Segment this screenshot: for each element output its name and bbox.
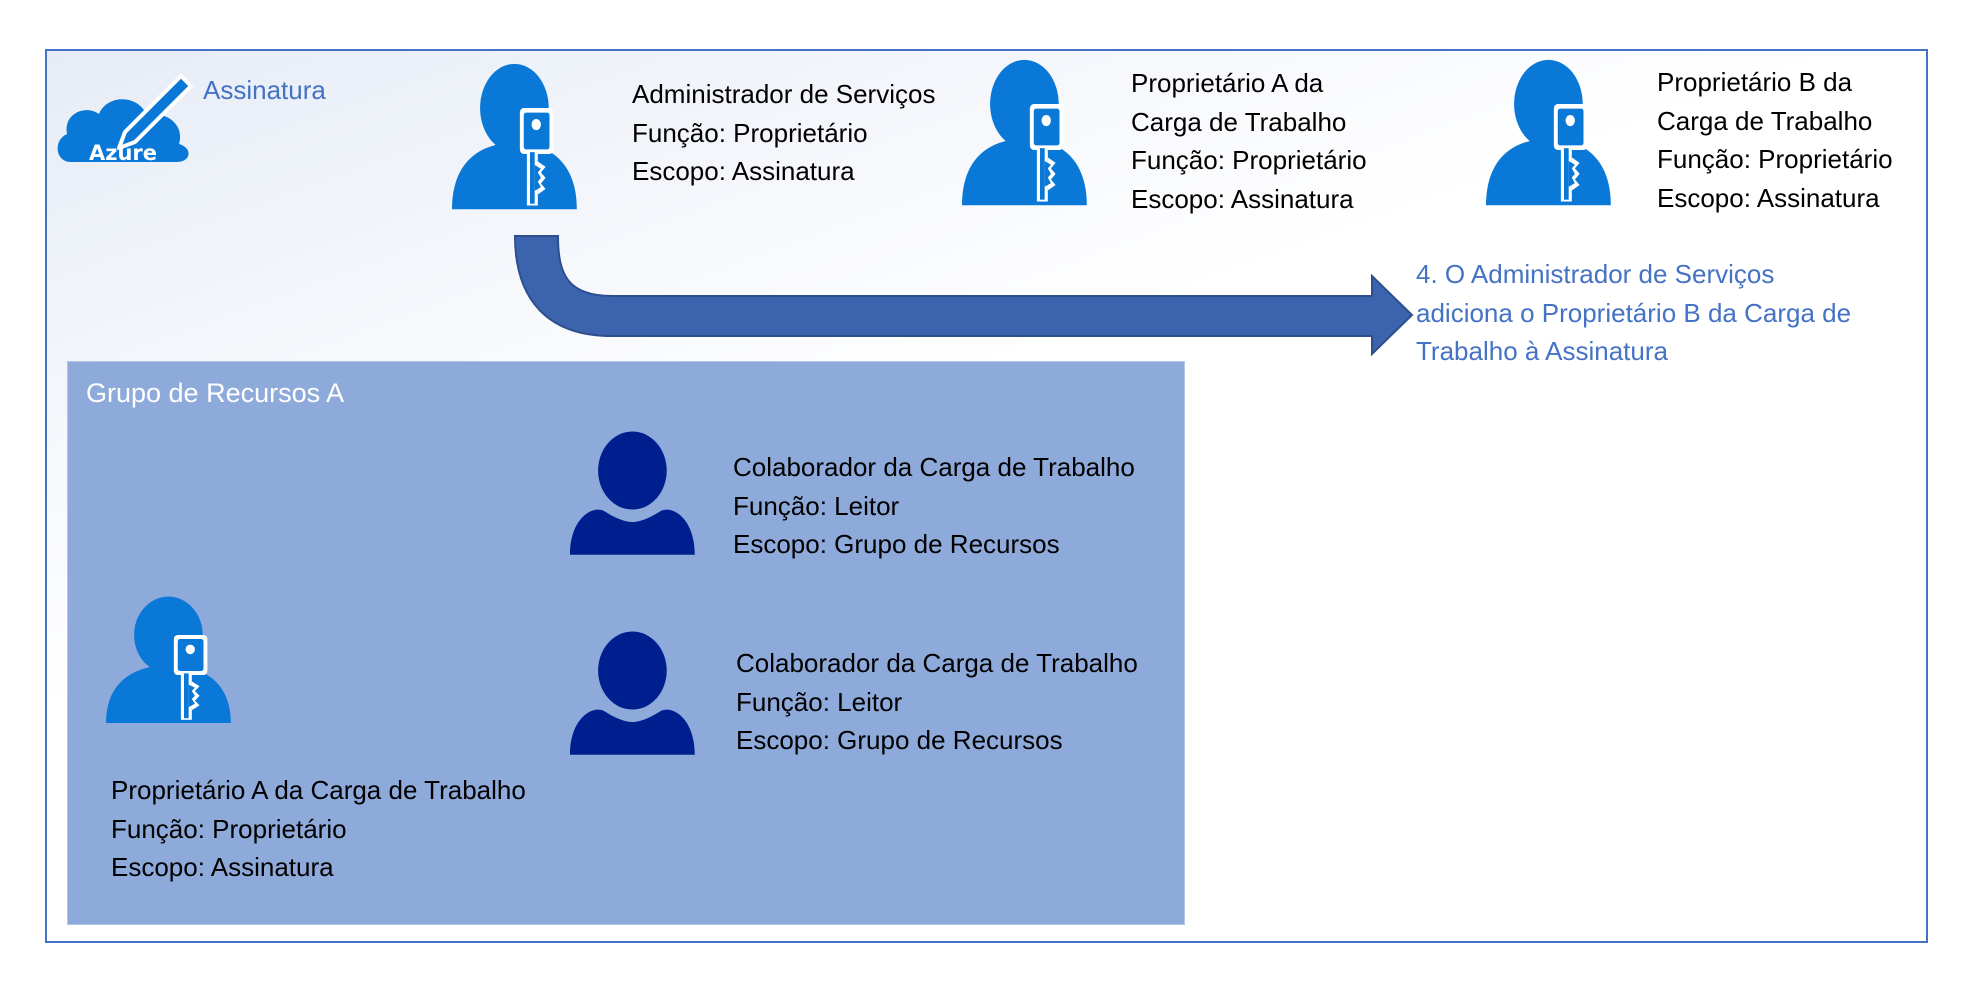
contributor-2-user-icon [570,631,695,755]
owner-b-top-scope: Escopo: Assinatura [1657,182,1880,213]
resource-group-title: Grupo de Recursos A [86,378,345,408]
step-4-note-line-1: 4. O Administrador de Serviços [1416,259,1775,289]
service-admin-role: Função: Proprietário [632,117,868,148]
service-admin-name: Administrador de Serviços [632,79,936,109]
rg-owner-a-scope: Escopo: Assinatura [111,852,334,882]
owner-b-top-icon [1486,59,1611,206]
owner-b-top-text: Proprietário B da Carga de Trabalho Funç… [1657,63,1893,217]
rg-owner-a-role: Função: Proprietário [111,813,347,844]
owner-b-top-name-2: Carga de Trabalho [1657,105,1873,136]
contributor-2-scope: Escopo: Grupo de Recursos [736,725,1063,755]
owner-a-top-icon [962,59,1087,206]
owner-b-top-name-1: Proprietário B da [1657,67,1853,97]
rg-owner-a-name: Proprietário A da Carga de Trabalho [111,775,526,805]
step-4-note-line-3: Trabalho à Assinatura [1416,336,1668,366]
contributor-1-scope: Escopo: Grupo de Recursos [733,529,1060,559]
service-admin-text: Administrador de Serviços Função: Propri… [632,75,935,191]
service-admin-owner-icon [452,63,577,210]
owner-a-top-text: Proprietário A da Carga de Trabalho Funç… [1131,64,1367,218]
subscription-label: Assinatura [203,75,326,105]
owner-a-top-role: Função: Proprietário [1131,145,1367,175]
contributor-2-text: Colaborador da Carga de Trabalho Função:… [736,644,1138,760]
rg-owner-a-icon [106,596,231,723]
contributor-1-name: Colaborador da Carga de Trabalho [733,452,1135,482]
step-4-note-line-2: adiciona o Proprietário B da Carga de [1416,297,1852,328]
owner-a-top-name-1: Proprietário A da [1131,68,1324,98]
curved-arrow-icon [513,235,1414,357]
rg-owner-a-text: Proprietário A da Carga de Trabalho Funç… [111,771,526,887]
contributor-1-role: Função: Leitor [733,490,900,521]
owner-a-top-scope: Escopo: Assinatura [1131,183,1354,214]
owner-a-top-name-2: Carga de Trabalho [1131,106,1347,137]
contributor-1-text: Colaborador da Carga de Trabalho Função:… [733,448,1135,564]
azure-logo-text: Azure [89,141,157,165]
contributor-2-role: Função: Leitor [736,686,903,717]
owner-b-top-role: Função: Proprietário [1657,144,1893,174]
step-4-note: 4. O Administrador de Serviços adiciona … [1416,255,1851,371]
contributor-2-name: Colaborador da Carga de Trabalho [736,648,1138,678]
service-admin-scope: Escopo: Assinatura [632,156,855,186]
azure-cloud-pencil-icon: Azure [57,74,193,165]
contributor-1-user-icon [570,431,695,555]
